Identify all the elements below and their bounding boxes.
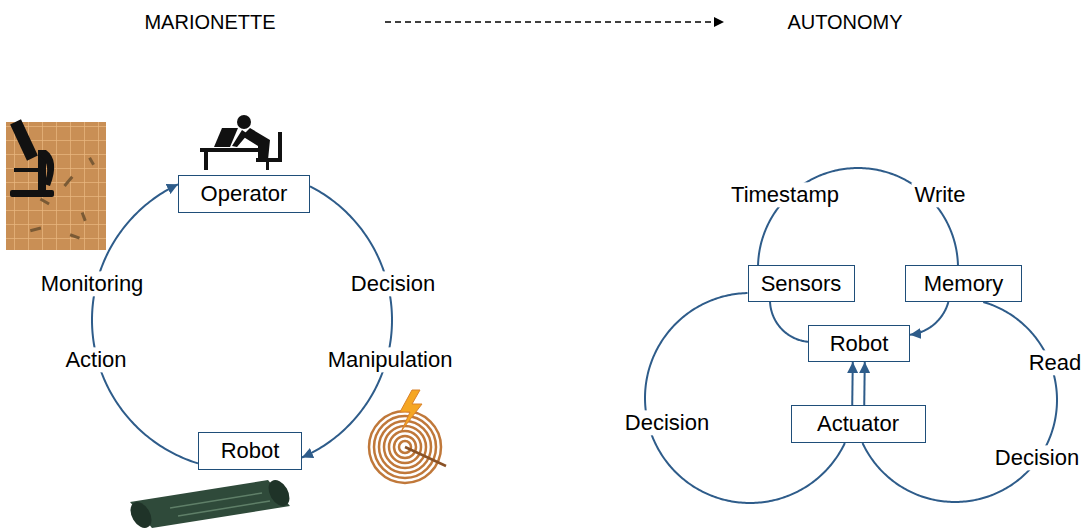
edge-text: Decision — [992, 445, 1082, 470]
robot-sheet — [126, 476, 294, 531]
edge-label: Read — [1026, 350, 1085, 375]
coil-lead — [405, 447, 446, 466]
chair-back — [278, 132, 282, 162]
edge-label: Monitoring — [38, 271, 147, 296]
lightning-icon — [400, 390, 422, 430]
sheet-line — [178, 501, 270, 516]
head — [237, 115, 251, 129]
edge-text: Action — [62, 347, 129, 372]
desk — [200, 148, 260, 152]
particle — [70, 233, 80, 239]
robot-box: Robot — [808, 325, 910, 362]
node-text: Sensors — [761, 271, 842, 296]
memory-box: Memory — [905, 265, 1022, 302]
particle — [40, 198, 50, 206]
microscope-base — [10, 190, 54, 197]
node-text: Memory — [924, 271, 1003, 296]
connector — [851, 362, 854, 405]
microscope-stage — [14, 168, 42, 172]
connector — [92, 184, 198, 463]
particle — [63, 176, 73, 187]
node-text: Robot — [830, 331, 889, 356]
connector — [302, 186, 392, 457]
connector — [910, 302, 948, 335]
robot-box: Robot — [198, 432, 302, 470]
connector — [770, 302, 808, 342]
node-text: Operator — [201, 181, 288, 206]
edge-text: Manipulation — [325, 347, 456, 372]
particle — [81, 212, 87, 221]
stage-label: MARIONETTE — [141, 11, 278, 34]
desk-leg — [204, 152, 208, 170]
progress-arrow — [385, 21, 724, 23]
sheet-roll — [126, 498, 156, 531]
operator-icon — [200, 115, 282, 170]
node-text: Robot — [221, 438, 280, 463]
edge-label: Decision — [348, 271, 438, 296]
stage-label: AUTONOMY — [784, 11, 905, 34]
node-text: Actuator — [817, 411, 899, 436]
actuator-box: Actuator — [791, 405, 926, 443]
operator-box: Operator — [178, 175, 310, 213]
sheet — [130, 480, 290, 528]
chair-leg — [266, 162, 269, 170]
edge-label: Decision — [622, 410, 712, 435]
edge-text: Write — [912, 182, 969, 207]
microscope-arm — [40, 150, 54, 186]
microscope-tube — [10, 119, 38, 160]
sheet-line — [170, 493, 262, 508]
particle — [30, 226, 41, 232]
edge-label: Timestamp — [728, 182, 842, 207]
sensors-box: Sensors — [748, 265, 855, 302]
sheet-roll — [264, 476, 294, 509]
arm — [232, 130, 248, 147]
connector — [863, 362, 866, 405]
microscope-icon — [10, 119, 54, 197]
particle — [88, 157, 95, 165]
